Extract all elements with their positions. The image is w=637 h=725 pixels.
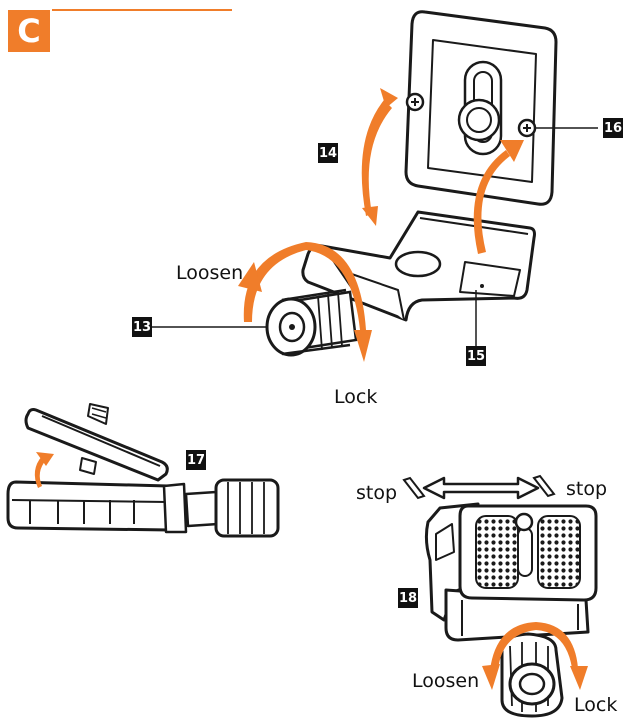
plate-screw-right xyxy=(517,118,537,138)
label-lock-lower: Lock xyxy=(574,694,618,716)
label-lock-upper: Lock xyxy=(334,386,378,408)
lock-knob-upper xyxy=(265,288,358,357)
label-stop-right: stop xyxy=(566,478,608,500)
stop-marker-right xyxy=(532,474,556,498)
side-view-plate-17 xyxy=(24,403,169,482)
label-loosen-upper: Loosen xyxy=(176,262,244,284)
quick-release-plate-upper xyxy=(404,10,558,206)
lock-knob-18 xyxy=(500,632,564,718)
callout-16: 16 xyxy=(603,118,623,138)
label-stop-left: stop xyxy=(356,482,398,504)
callout-17: 17 xyxy=(186,450,206,470)
tilt-arrow-17 xyxy=(34,452,54,488)
rotate-arrow-16 xyxy=(473,140,524,254)
slide-arrow xyxy=(422,476,540,500)
rotate-arrow-14 xyxy=(361,88,398,226)
stop-marker-left xyxy=(402,476,426,500)
label-loosen-lower: Loosen xyxy=(412,670,480,692)
rotate-arrow-loosen-lock-lower xyxy=(482,622,588,690)
quick-release-plate-18 xyxy=(458,504,598,602)
section-badge: C xyxy=(8,10,50,52)
side-view-clamp-17 xyxy=(6,478,280,538)
callout-15: 15 xyxy=(466,346,486,366)
section-rule xyxy=(52,9,232,11)
callout-14: 14 xyxy=(318,143,338,163)
plate-screw-left xyxy=(405,92,425,112)
rotate-arrow-loosen-lock-upper xyxy=(238,242,372,362)
callout-18: 18 xyxy=(398,588,418,608)
callout-13: 13 xyxy=(132,317,152,337)
